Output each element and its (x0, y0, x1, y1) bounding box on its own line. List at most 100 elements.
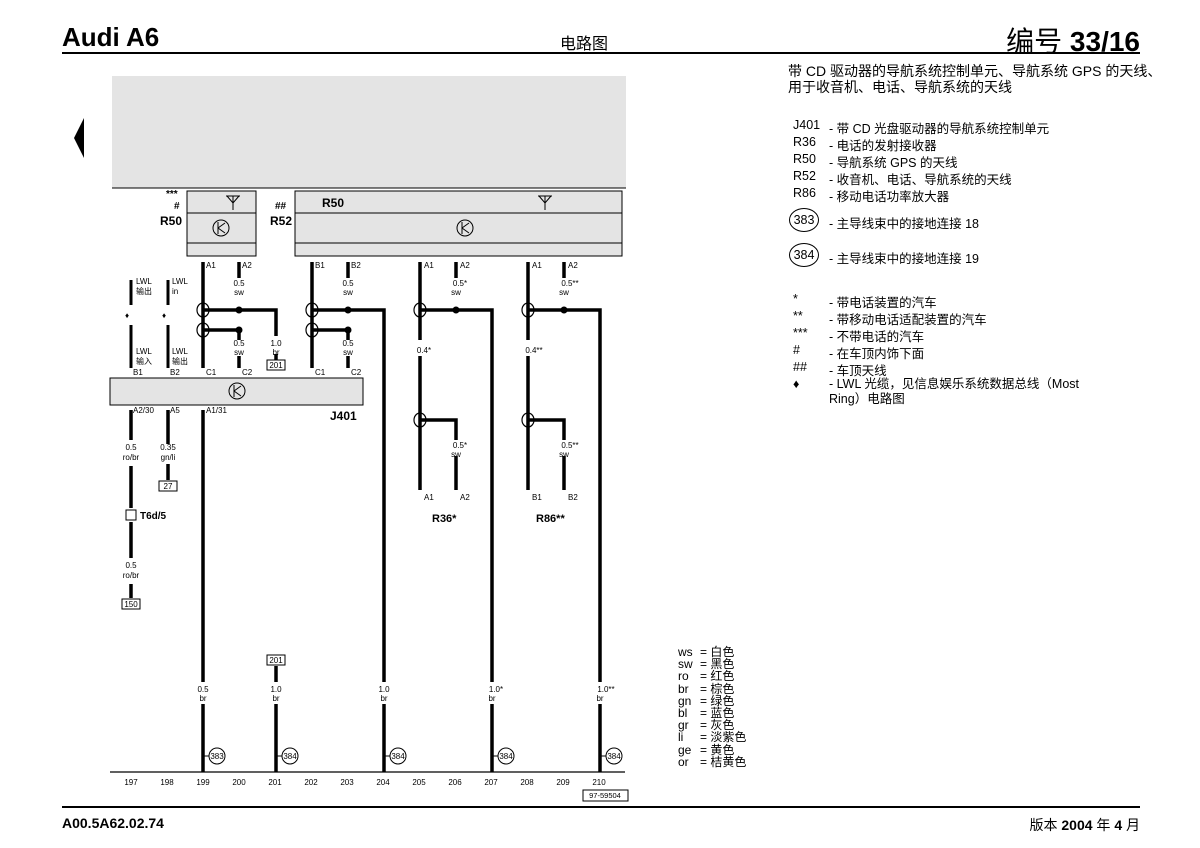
wire-color: sw (343, 348, 353, 357)
legend-text: - 带 CD 光盘驱动器的导航系统控制单元 (829, 122, 1050, 136)
page-back-arrow-icon[interactable] (74, 118, 84, 158)
track-number: 210 (592, 778, 606, 787)
wire-size: 0.5 (125, 561, 137, 570)
footer-version: 版本 2004 年 4 月 (1029, 815, 1140, 835)
ref-box-text: 27 (164, 482, 173, 491)
pin-label: A2 (242, 261, 252, 270)
version-month: 4 (1114, 817, 1123, 833)
lwl-label: 输出 (172, 356, 188, 366)
legend-text: - 移动电话功率放大器 (829, 190, 950, 204)
wire-size: 0.5* (453, 441, 467, 450)
track-numbers: 197 198 199 200 201 202 203 204 205 206 … (124, 778, 606, 787)
wire-color: sw (343, 288, 353, 297)
wire-color-key: ws= 白色 sw= 黑色 ro= 红色 br= 棕色 gn= 绿色 bl= 蓝… (678, 646, 746, 768)
wire-size: 0.5 (233, 339, 245, 348)
track-number: 202 (304, 778, 318, 787)
wire-color: br (596, 694, 603, 703)
wire-color: br (199, 694, 206, 703)
shaded-area (112, 76, 626, 188)
color-code: gr (678, 718, 689, 733)
amplifier-icon (456, 219, 474, 237)
legend-text: - 收音机、电话、导航系统的天线 (829, 173, 1012, 187)
lwl-labels: LWL 输出 LWL in LWL 输入 LWL 输出 ♦ ♦ (125, 277, 188, 366)
drawing-number-box (582, 789, 629, 802)
lwl-label: LWL (172, 347, 188, 356)
ground-number: 384 (283, 752, 297, 761)
wire-color: ro/br (123, 453, 140, 462)
pin-label: B1 (532, 493, 542, 502)
pin-label: C2 (351, 368, 362, 377)
color-code: br (678, 681, 689, 696)
lwl-label: in (172, 287, 178, 296)
ground-points: 383 384 384 384 384 (203, 747, 623, 765)
ground-number: 384 (499, 752, 513, 761)
pin-label: A2 (460, 261, 470, 270)
ref-box-text: 201 (269, 656, 283, 665)
wire-size: 0.5 (125, 443, 137, 452)
color-code: bl (678, 706, 688, 721)
track-number: 209 (556, 778, 570, 787)
version-suffix: 月 (1126, 817, 1140, 833)
wire-size: 0.35 (160, 443, 176, 452)
lwl-label: LWL (172, 277, 188, 286)
legend-symbol: ** (793, 309, 803, 323)
pin-label: B2 (351, 261, 361, 270)
lwl-label: 输入 (136, 356, 152, 366)
pin-label: A5 (170, 406, 180, 415)
track-number: 206 (448, 778, 462, 787)
color-name: = 蓝色 (700, 706, 735, 721)
wire-size: 0.5 (233, 279, 245, 288)
pin-label: A2 (460, 493, 470, 502)
r86-label: R86** (536, 513, 565, 525)
track-number: 203 (340, 778, 354, 787)
track-number: 205 (412, 778, 426, 787)
lwl-label: 输出 (136, 286, 152, 296)
legend-symbol: *** (793, 326, 808, 340)
color-name: = 淡紫色 (700, 730, 747, 745)
lwl-label: LWL (136, 277, 152, 286)
track-number: 208 (520, 778, 534, 787)
version-prefix: 版本 (1029, 817, 1058, 833)
color-code: ws (678, 645, 693, 659)
wire-color: sw (451, 288, 461, 297)
color-code: sw (678, 657, 693, 672)
legend-symbol: # (793, 343, 800, 357)
wire-size: 0.5 (197, 685, 209, 694)
wire-size: 0.4** (525, 346, 542, 355)
lwl-label: LWL (136, 347, 152, 356)
j401-control-unit (109, 377, 364, 406)
wire-color: sw (451, 450, 461, 459)
page-header: Audi A6 电路图 编号 33/16 (0, 0, 1200, 58)
legend-text: - 主导线束中的接地连接 19 (829, 252, 980, 266)
wire-color: ro/br (123, 571, 140, 580)
color-code: li (678, 730, 684, 745)
color-name: = 黄色 (700, 742, 735, 757)
r52-antenna (294, 190, 623, 257)
connector-label: T6d/5 (140, 511, 167, 522)
wire-color: br (488, 694, 495, 703)
color-code: ro (678, 669, 689, 684)
track-number: 201 (268, 778, 282, 787)
ref-box-text: 201 (269, 361, 283, 370)
track-number: 207 (484, 778, 498, 787)
r52-label: R52 (270, 214, 292, 228)
j401-label: J401 (330, 409, 357, 423)
legend-symbol: ## (793, 360, 807, 374)
header-rule (62, 52, 1140, 54)
color-code: or (678, 754, 689, 769)
pin-labels: A1 A2 B1 B2 A1 A2 A1 A2 C1 C2 C1 C2 B1 B… (133, 261, 578, 502)
reference-boxes: 201 27 150 201 (121, 359, 286, 666)
wire-specs: 0.5 sw 0.5 sw 0.5* sw 0.5** sw 0.5 sw 1.… (123, 279, 615, 703)
r50-big-label: R50 (322, 196, 344, 210)
ground-number: 383 (210, 752, 224, 761)
doc-number-value: 33/16 (1069, 26, 1140, 57)
footer-code: A00.5A62.02.74 (62, 815, 164, 831)
ground-number: 384 (391, 752, 405, 761)
color-name: = 灰色 (700, 718, 735, 733)
track-number: 200 (232, 778, 246, 787)
amplifier-icon (228, 382, 246, 400)
r36-label: R36* (432, 513, 457, 525)
pin-label: A2/30 (133, 406, 154, 415)
wire-color: sw (559, 450, 569, 459)
legend-code: R50 (793, 152, 816, 166)
